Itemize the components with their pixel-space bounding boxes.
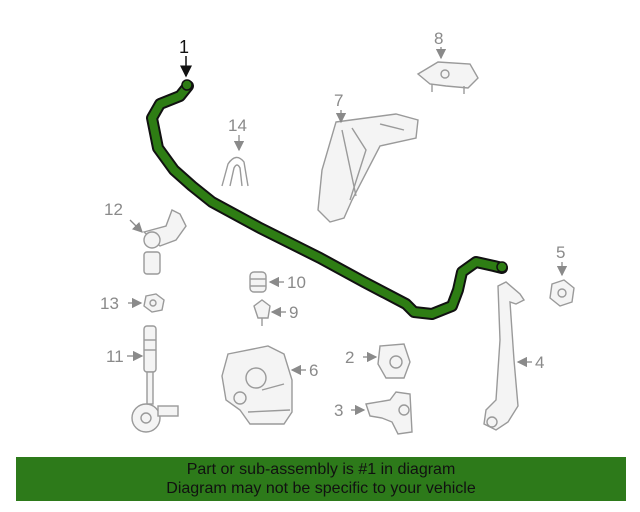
part-1-stabilizer-bar[interactable]	[146, 79, 508, 320]
part-3-clamp[interactable]	[365, 391, 413, 435]
label-2: 2	[345, 348, 354, 367]
label-5: 5	[556, 243, 565, 262]
banner-line-1: Part or sub-assembly is #1 in diagram	[186, 461, 456, 478]
part-8-bracket[interactable]	[416, 61, 479, 94]
part-10-bushing[interactable]	[249, 271, 267, 293]
label-6: 6	[309, 361, 318, 380]
label-12: 12	[104, 200, 123, 219]
part-14-u-bolt[interactable]	[221, 156, 249, 187]
label-14: 14	[228, 116, 247, 135]
label-1: 1	[179, 37, 189, 57]
label-10: 10	[287, 273, 306, 292]
part-11-stabilizer-link[interactable]	[131, 325, 179, 433]
part-12-link-assembly[interactable]	[142, 209, 187, 275]
parts-diagram: 8 7 14 1 12 10 9	[100, 29, 575, 435]
banner-line-2: Diagram may not be specific to your vehi…	[166, 480, 476, 497]
part-7-bracket[interactable]	[317, 113, 419, 223]
label-11: 11	[106, 347, 124, 366]
notice-banner: Part or sub-assembly is #1 in diagram Di…	[16, 457, 626, 501]
part-9-stud[interactable]	[253, 299, 271, 326]
label-8: 8	[434, 29, 443, 48]
part-13-nut[interactable]	[143, 293, 165, 313]
label-9: 9	[289, 303, 298, 322]
part-2-bushing[interactable]	[377, 343, 411, 379]
label-13: 13	[100, 294, 119, 313]
label-3: 3	[334, 401, 343, 420]
part-4-link-rod[interactable]	[483, 281, 526, 431]
part-5-nut[interactable]	[549, 279, 575, 307]
label-4: 4	[535, 353, 544, 372]
part-6-housing[interactable]	[221, 345, 293, 425]
label-7: 7	[334, 91, 343, 110]
